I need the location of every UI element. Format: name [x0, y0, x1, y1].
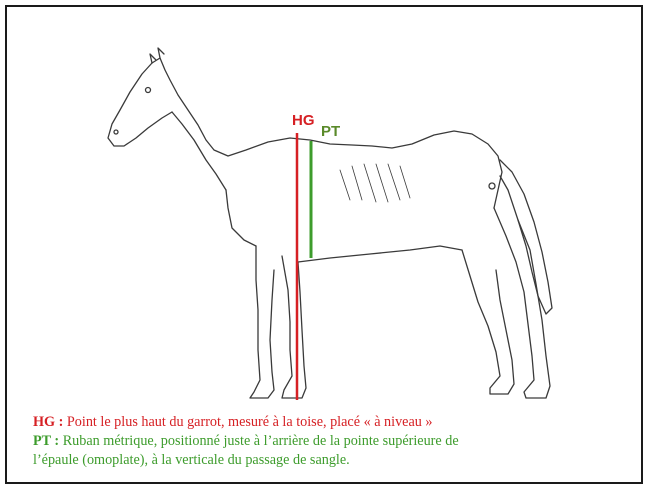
pt-label: PT — [321, 124, 340, 139]
horse-nostril — [114, 130, 118, 134]
horse-illustration — [108, 48, 552, 398]
horse-chest — [226, 190, 256, 246]
horse-front-leg-1 — [250, 246, 274, 398]
legend-hg-text: Point le plus haut du garrot, mesuré à l… — [63, 414, 432, 430]
legend-pt-line-2: l’épaule (omoplate), à la verticale du p… — [33, 451, 623, 470]
horse-ear — [150, 48, 164, 63]
legend: HG : Point le plus haut du garrot, mesur… — [33, 413, 623, 470]
legend-hg-key: HG : — [33, 414, 63, 430]
legend-hg-line: HG : Point le plus haut du garrot, mesur… — [33, 413, 623, 432]
horse-hip-mark — [489, 183, 495, 189]
horse-eye — [146, 88, 151, 93]
hg-label: HG — [292, 113, 315, 128]
horse-front-leg-2 — [282, 256, 306, 398]
legend-pt-line: PT : Ruban métrique, positionné juste à … — [33, 432, 623, 451]
legend-pt-text-2: l’épaule (omoplate), à la verticale du p… — [33, 452, 350, 468]
horse-hind-leg-1 — [462, 250, 514, 394]
horse-rib-shading — [340, 164, 410, 202]
legend-pt-text-1: Ruban métrique, positionné juste à l’arr… — [59, 433, 458, 449]
horse-tail — [500, 160, 552, 314]
legend-pt-key: PT : — [33, 433, 59, 449]
horse-belly — [298, 246, 462, 262]
